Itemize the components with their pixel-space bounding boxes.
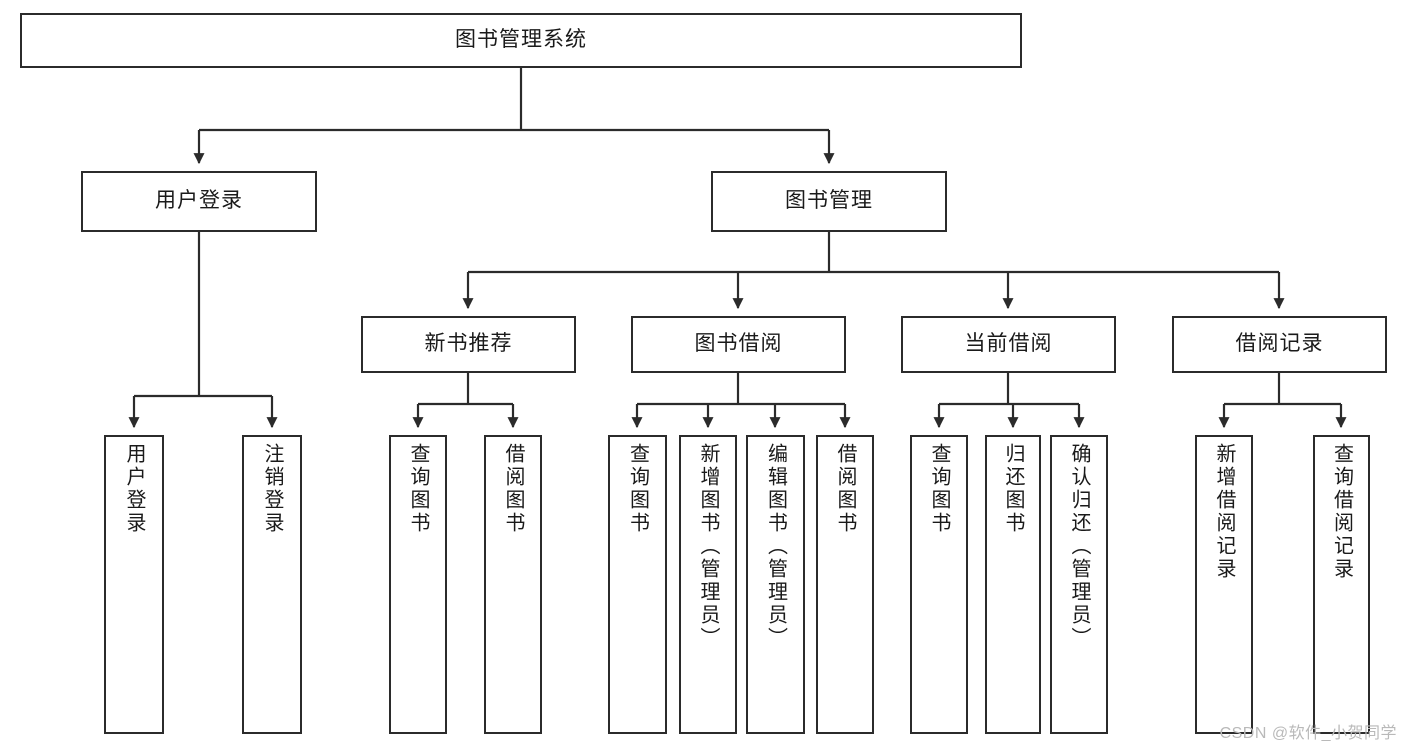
leaf-borrow-book[interactable]: 借阅图书 — [816, 435, 874, 734]
leaf-query-book-borrow[interactable]: 查询图书 — [608, 435, 667, 734]
leaf-user-login-label: 用户登录 — [123, 443, 145, 535]
leaf-add-book-admin[interactable]: 新增图书（管理员） — [679, 435, 737, 734]
node-borrow-record[interactable]: 借阅记录 — [1172, 316, 1387, 373]
node-root-label: 图书管理系统 — [455, 28, 587, 52]
leaf-query-book-rec-label: 查询图书 — [407, 443, 429, 535]
node-current-borrow[interactable]: 当前借阅 — [901, 316, 1116, 373]
leaf-confirm-return-admin[interactable]: 确认归还（管理员） — [1050, 435, 1108, 734]
leaf-add-borrow-record-label: 新增借阅记录 — [1213, 443, 1235, 581]
leaf-user-logout-label: 注销登录 — [261, 443, 283, 535]
node-new-book-recommend-label: 新书推荐 — [424, 332, 513, 356]
leaf-query-book-borrow-label: 查询图书 — [626, 443, 649, 535]
node-book-borrow-label: 图书借阅 — [694, 332, 783, 356]
node-new-book-recommend[interactable]: 新书推荐 — [361, 316, 576, 373]
leaf-borrow-book-rec[interactable]: 借阅图书 — [484, 435, 542, 734]
leaf-confirm-return-admin-label: 确认归还（管理员） — [1068, 443, 1090, 650]
leaf-add-borrow-record[interactable]: 新增借阅记录 — [1195, 435, 1253, 734]
leaf-user-logout[interactable]: 注销登录 — [242, 435, 302, 734]
node-book-borrow[interactable]: 图书借阅 — [631, 316, 846, 373]
leaf-borrow-book-label: 借阅图书 — [834, 443, 856, 535]
node-book-manage-label: 图书管理 — [785, 189, 873, 213]
node-user-login-label: 用户登录 — [155, 189, 243, 213]
leaf-query-borrow-record[interactable]: 查询借阅记录 — [1313, 435, 1370, 734]
node-root[interactable]: 图书管理系统 — [20, 13, 1022, 68]
watermark: CSDN @软件_小贺同学 — [1219, 725, 1397, 742]
leaf-query-book-current-label: 查询图书 — [928, 443, 950, 535]
node-user-login[interactable]: 用户登录 — [81, 171, 317, 232]
leaf-return-book-label: 归还图书 — [1002, 443, 1024, 535]
leaf-add-book-admin-label: 新增图书（管理员） — [697, 443, 719, 650]
node-current-borrow-label: 当前借阅 — [964, 332, 1053, 356]
leaf-edit-book-admin[interactable]: 编辑图书（管理员） — [746, 435, 805, 734]
leaf-edit-book-admin-label: 编辑图书（管理员） — [764, 443, 787, 650]
node-book-manage[interactable]: 图书管理 — [711, 171, 947, 232]
node-borrow-record-label: 借阅记录 — [1235, 332, 1324, 356]
leaf-query-book-rec[interactable]: 查询图书 — [389, 435, 447, 734]
leaf-query-book-current[interactable]: 查询图书 — [910, 435, 968, 734]
leaf-borrow-book-rec-label: 借阅图书 — [502, 443, 524, 535]
leaf-return-book[interactable]: 归还图书 — [985, 435, 1041, 734]
leaf-query-borrow-record-label: 查询借阅记录 — [1330, 443, 1353, 581]
leaf-user-login[interactable]: 用户登录 — [104, 435, 164, 734]
